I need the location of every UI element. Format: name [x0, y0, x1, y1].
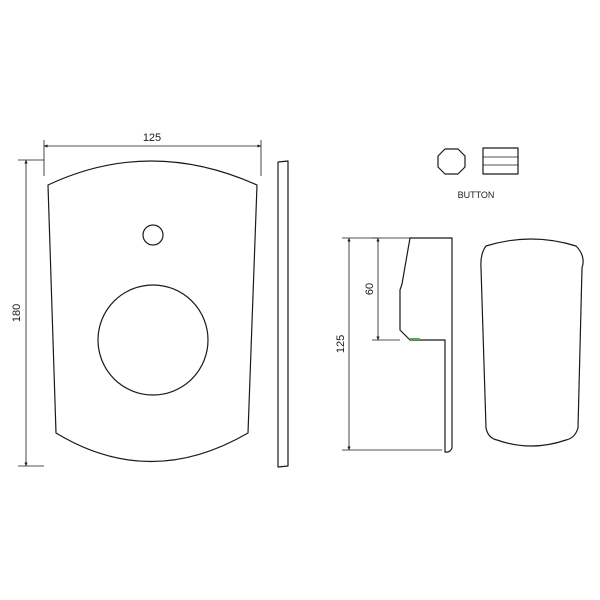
lever-span-dimension: 60	[364, 237, 410, 341]
lever-front-view	[480, 238, 584, 447]
plate-outline	[47, 160, 258, 462]
lever-side-view	[399, 237, 453, 453]
lever-outline	[399, 237, 453, 453]
plate-width-dimension: 125	[43, 132, 262, 176]
lever-span-label: 60	[364, 283, 376, 295]
side-profile-outline	[277, 160, 289, 468]
octagon-button-icon	[437, 148, 466, 175]
plate-height-label: 180	[11, 304, 23, 322]
lever-length-label: 125	[335, 335, 347, 353]
button-hole	[142, 224, 164, 246]
handle-hole	[97, 284, 209, 396]
lever-front-outline	[480, 238, 584, 447]
plate-height-dimension: 180	[11, 159, 44, 467]
lined-button-icon	[482, 147, 519, 175]
button-label: BUTTON	[458, 190, 495, 200]
lever-length-dimension: 125	[335, 237, 442, 451]
plate-width-label: 125	[143, 132, 161, 144]
button-icons: BUTTON	[437, 147, 519, 200]
front-cover-plate	[47, 160, 258, 462]
plate-side-profile	[277, 160, 289, 468]
